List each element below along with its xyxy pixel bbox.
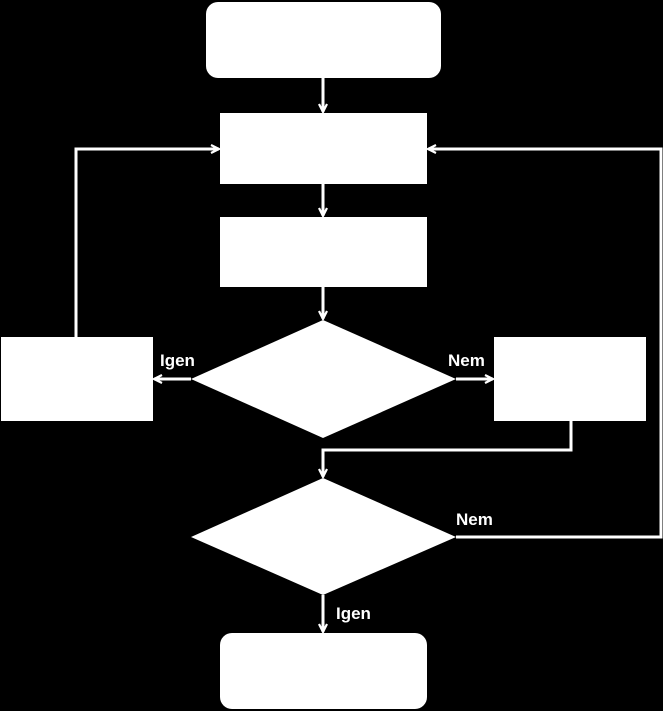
process-box-1 [220,113,427,184]
loop-decision2-to-process1 [428,149,663,539]
right-process-box [494,337,646,421]
decision-diamond-2 [191,478,456,595]
label-loop-back-no: Nem [456,510,493,529]
process-box-2 [220,217,427,287]
left-process-box [1,337,153,421]
loop-left-box-to-process1 [74,149,219,337]
label-left-branch-yes: Igen [160,351,195,370]
label-exit-yes: Igen [336,604,371,623]
label-right-branch-no: Nem [448,351,485,370]
decision-diamond-1 [191,320,456,438]
end-terminal [220,633,427,709]
arrow-right-box-to-decision2 [323,421,573,477]
start-terminal [206,2,441,78]
